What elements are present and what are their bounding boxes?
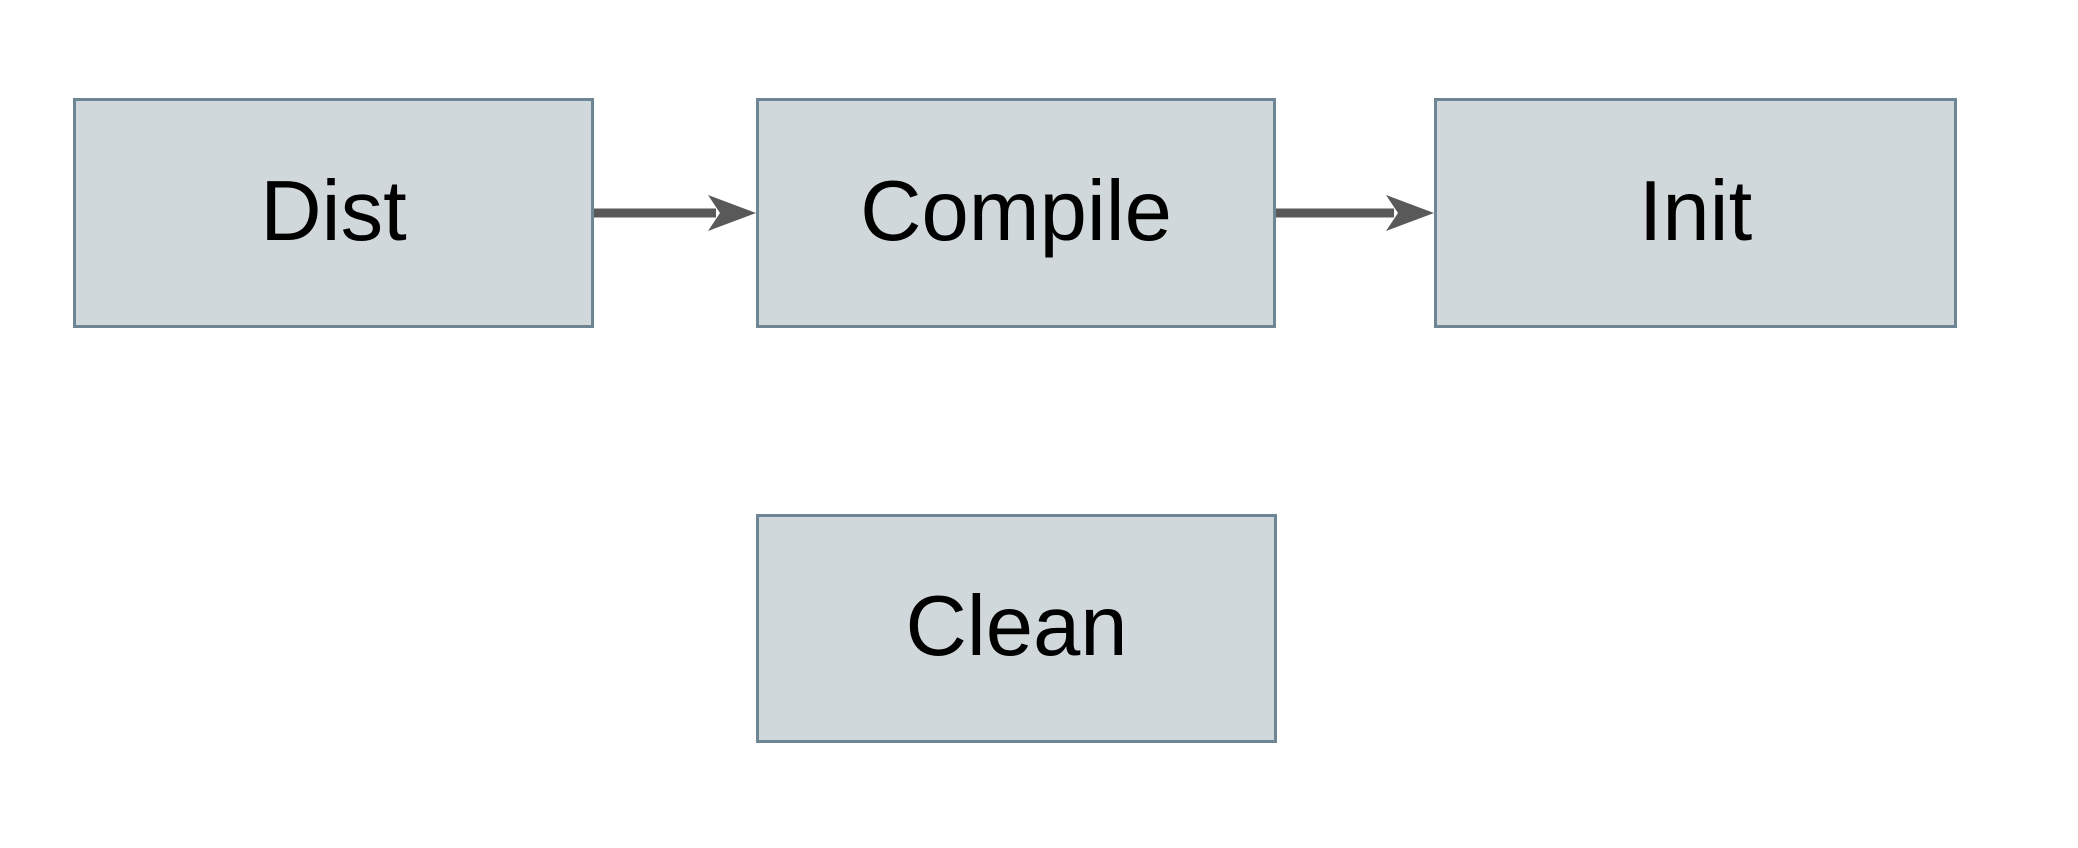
node-compile[interactable]: Compile [756,98,1276,328]
node-init[interactable]: Init [1434,98,1957,328]
node-dist[interactable]: Dist [73,98,594,328]
node-dist-label: Dist [260,163,407,259]
node-clean-label: Clean [905,579,1128,674]
node-compile-label: Compile [860,163,1172,259]
node-init-label: Init [1638,163,1753,259]
arrow-dist-to-compile [594,195,756,231]
arrow-compile-to-init [1276,195,1434,231]
node-clean[interactable]: Clean [756,514,1277,743]
